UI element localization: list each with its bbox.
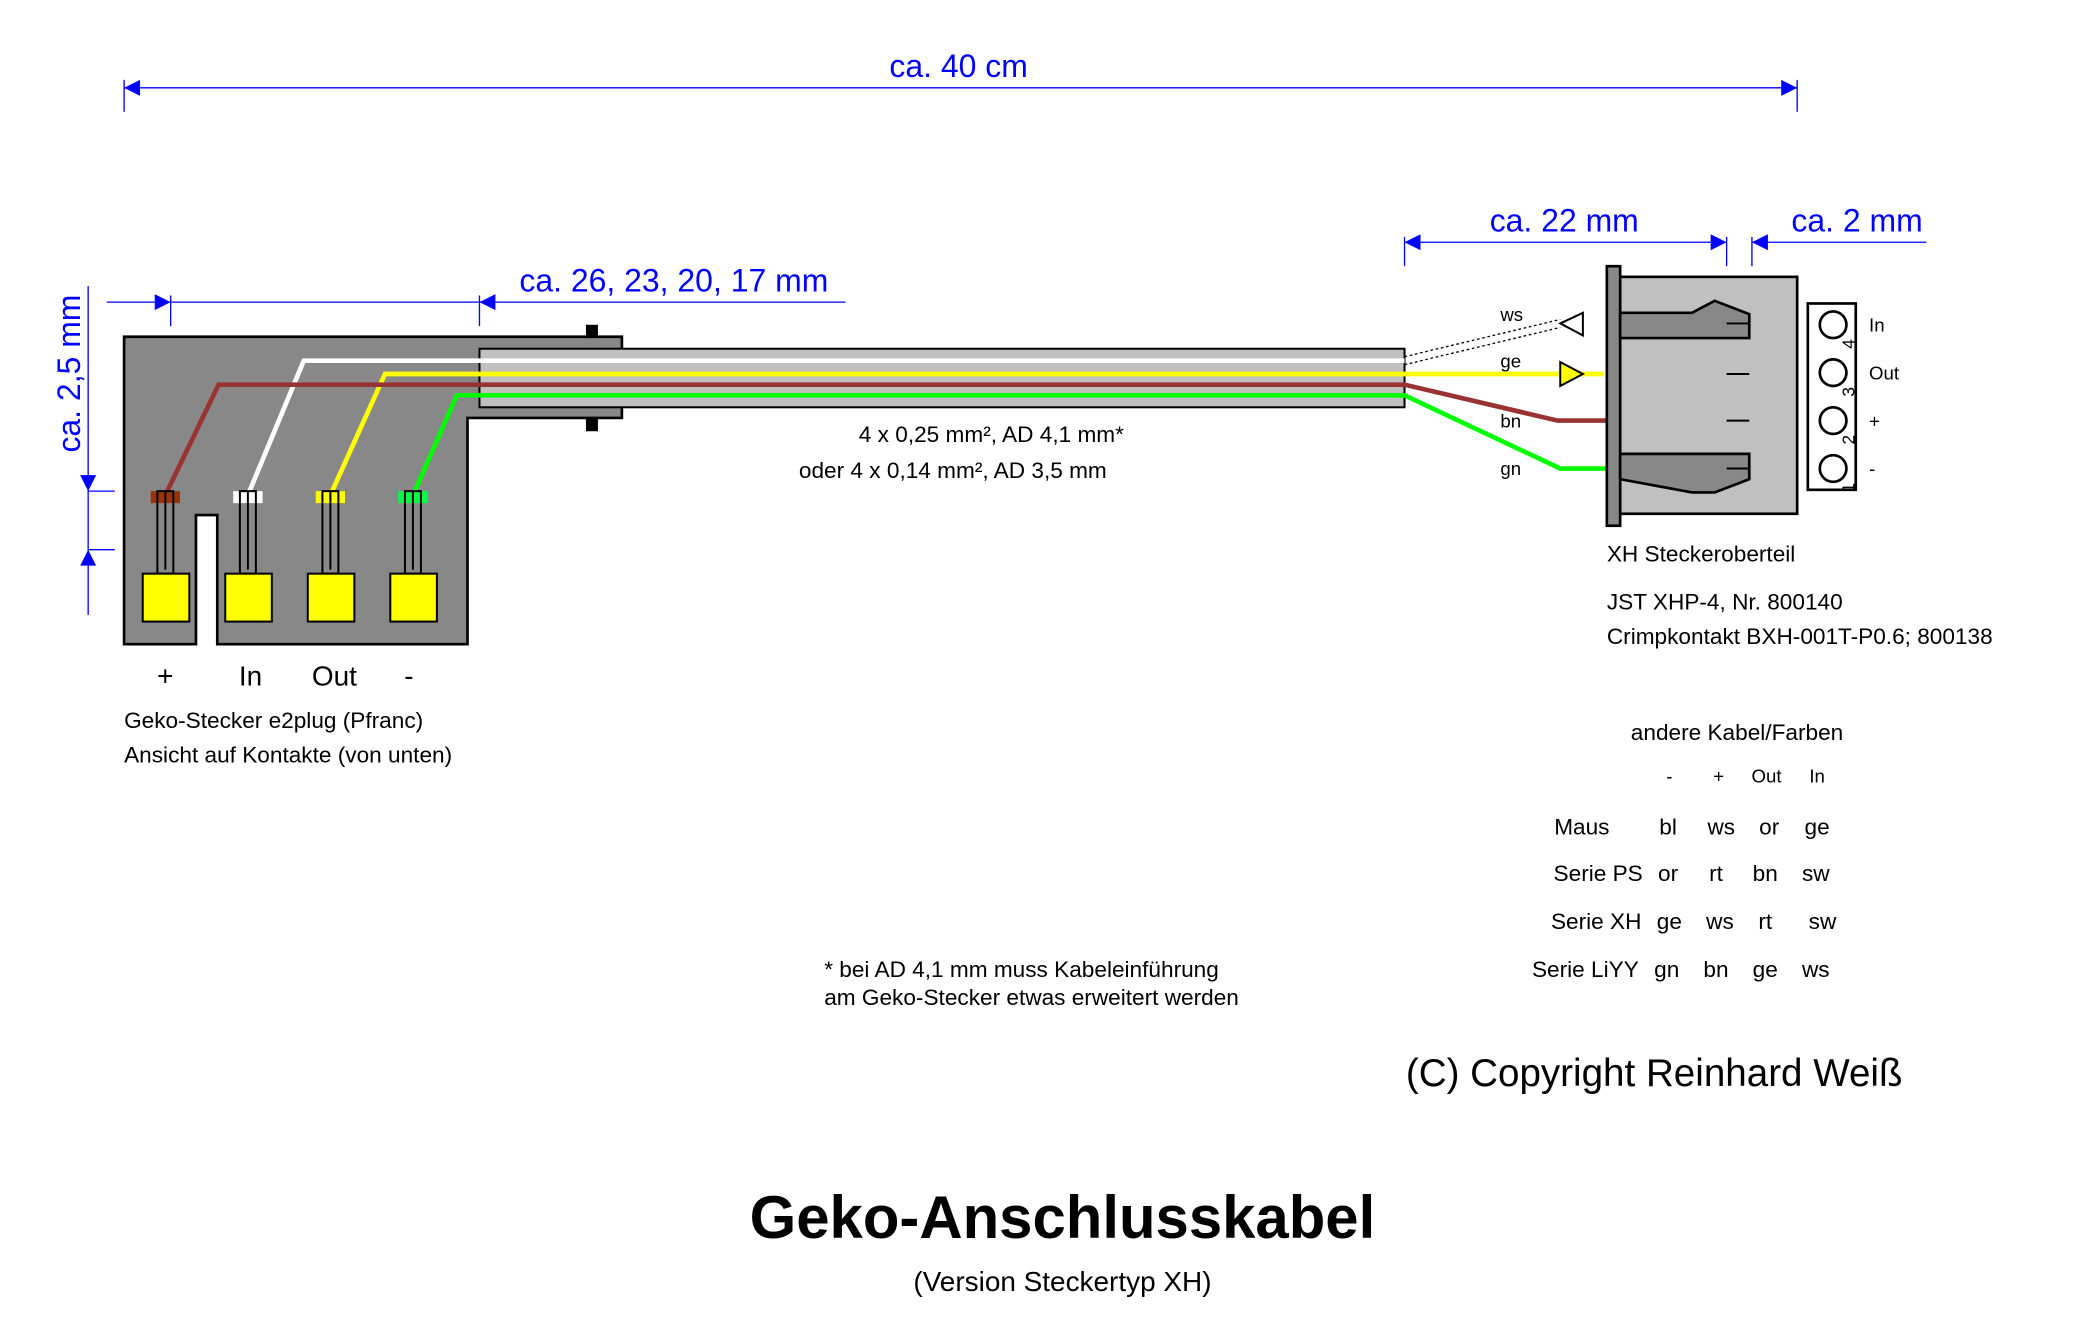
svg-text:rt: rt <box>1709 861 1724 886</box>
svg-text:4: 4 <box>1838 339 1858 349</box>
svg-text:Serie XH: Serie XH <box>1551 909 1641 934</box>
dimension-thickness <box>80 286 115 615</box>
geko-caption-2: Ansicht auf Kontakte (von unten) <box>124 743 452 768</box>
svg-text:Serie LiYY: Serie LiYY <box>1532 957 1639 982</box>
svg-text:bl: bl <box>1659 815 1677 840</box>
dimension-xh <box>1403 234 1927 267</box>
total-length-label: ca. 40 cm <box>889 48 1027 84</box>
svg-text:ws: ws <box>1499 304 1523 325</box>
svg-text:+: + <box>1713 766 1724 787</box>
page-title: Geko-Anschlusskabel <box>750 1184 1376 1251</box>
svg-text:ge: ge <box>1657 909 1682 934</box>
svg-text:sw: sw <box>1809 909 1837 934</box>
cable-spec-1: 4 x 0,25 mm², AD 4,1 mm* <box>859 422 1124 447</box>
geko-caption-1: Geko-Stecker e2plug (Pfranc) <box>124 708 423 733</box>
svg-text:ws: ws <box>1801 957 1830 982</box>
svg-text:bn: bn <box>1500 410 1521 431</box>
svg-text:In: In <box>1869 314 1885 335</box>
svg-text:-: - <box>1869 458 1875 479</box>
xh-caption-2: JST XHP-4, Nr. 800140 <box>1607 590 1843 615</box>
svg-text:-: - <box>1666 766 1672 787</box>
svg-text:2: 2 <box>1838 435 1858 445</box>
svg-text:ge: ge <box>1500 350 1521 371</box>
strip-lengths-label: ca. 26, 23, 20, 17 mm <box>519 262 828 298</box>
cable-spec-2: oder 4 x 0,14 mm², AD 3,5 mm <box>799 458 1107 483</box>
svg-text:-: - <box>404 660 413 691</box>
svg-text:rt: rt <box>1758 909 1773 934</box>
svg-text:Serie PS: Serie PS <box>1554 861 1643 886</box>
svg-text:In: In <box>239 660 262 691</box>
xh-caption-3: Crimpkontakt BXH-001T-P0.6; 800138 <box>1607 624 1993 649</box>
svg-text:Out: Out <box>312 660 357 691</box>
arrow-ws-icon <box>1558 311 1584 338</box>
xh-pin-labels: In Out + - <box>1869 314 1900 479</box>
wire-white <box>245 358 1405 497</box>
svg-text:ws: ws <box>1706 815 1735 840</box>
dimension-total-length <box>123 79 1798 112</box>
svg-text:gn: gn <box>1500 458 1521 479</box>
svg-text:ge: ge <box>1753 957 1778 982</box>
wire-yellow <box>328 371 1605 497</box>
arrow-ge-icon <box>1559 360 1586 388</box>
svg-text:1: 1 <box>1838 483 1858 493</box>
thickness-label: ca. 2,5 mm <box>51 295 87 453</box>
page-subtitle: (Version Steckertyp XH) <box>913 1266 1211 1297</box>
footnote-line-2: am Geko-Stecker etwas erweitert werden <box>824 985 1239 1010</box>
svg-text:or: or <box>1759 815 1780 840</box>
svg-text:+: + <box>1869 410 1880 431</box>
svg-text:sw: sw <box>1802 861 1830 886</box>
xh-pin-numbers: 4 3 2 1 <box>1838 339 1858 493</box>
svg-text:+: + <box>157 660 173 691</box>
svg-text:ge: ge <box>1805 815 1830 840</box>
svg-text:bn: bn <box>1703 957 1728 982</box>
svg-text:gn: gn <box>1654 957 1679 982</box>
dimension-strip-lengths <box>106 294 846 327</box>
svg-text:Maus: Maus <box>1554 815 1609 840</box>
white-wire-dotted <box>1404 318 1561 366</box>
svg-text:Out: Out <box>1752 766 1783 787</box>
xh-length-label: ca. 22 mm <box>1490 203 1639 239</box>
svg-text:andere Kabel/Farben: andere Kabel/Farben <box>1631 720 1843 745</box>
footnote-line-1: * bei AD 4,1 mm muss Kabeleinführung <box>824 957 1219 982</box>
svg-text:Out: Out <box>1869 362 1900 383</box>
copyright: (C) Copyright Reinhard Weiß <box>1406 1052 1903 1095</box>
xh-gap-label: ca. 2 mm <box>1791 203 1922 239</box>
svg-text:bn: bn <box>1753 861 1778 886</box>
other-cables-table: andere Kabel/Farben - + Out In Maus bl w… <box>1532 720 1843 982</box>
wire-labels: ws ge bn gn <box>1499 304 1523 479</box>
geko-pin-labels: + In Out - <box>157 660 413 691</box>
xh-connector <box>1605 264 1858 528</box>
svg-text:In: In <box>1809 766 1825 787</box>
svg-text:ws: ws <box>1705 909 1734 934</box>
geko-contacts <box>141 490 438 623</box>
svg-text:or: or <box>1658 861 1679 886</box>
svg-text:3: 3 <box>1838 387 1858 397</box>
xh-caption-1: XH Steckeroberteil <box>1607 542 1796 567</box>
